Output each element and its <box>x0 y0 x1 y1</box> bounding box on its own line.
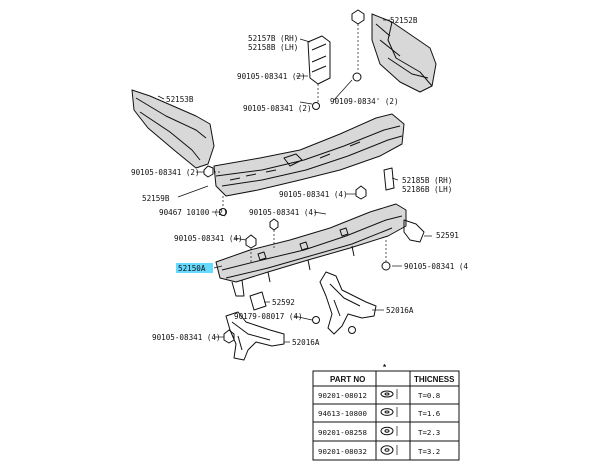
table-cell-thickness: T=2.3 <box>418 428 440 437</box>
stay-right-52016a <box>312 271 377 335</box>
label-52158b: 52158B (LH) <box>248 43 298 52</box>
label-52186b: 52186B (LH) <box>402 185 452 194</box>
label-52591: 52591 <box>436 231 459 240</box>
washer-icon <box>380 389 398 399</box>
table-cell-thickness: T=1.6 <box>418 409 440 418</box>
part-labels: 52157B (RH) 52158B (LH) 52152B 52153B 90… <box>131 16 468 347</box>
label-bolt-90105-f: 90105-08341 (4) <box>174 234 243 243</box>
label-52157b: 52157B (RH) <box>248 34 298 43</box>
top-bolt <box>351 9 365 40</box>
washer-icon <box>380 445 398 455</box>
label-52016a-left: 52016A <box>292 338 320 347</box>
reinforcement-bolts <box>245 218 279 262</box>
label-clip-90467: 90467 10100 (2) <box>159 208 228 217</box>
end-cap-52153b <box>131 89 215 169</box>
highlight-52150a <box>176 263 213 273</box>
label-bolt-90105-a: 90105-08341 (2) <box>237 72 306 81</box>
leader-lines <box>157 19 432 343</box>
bracket-52592 <box>249 291 267 311</box>
table-cell-part-no: 90201-08032 <box>318 447 367 456</box>
washer-icon <box>380 407 398 417</box>
bracket-52185b <box>355 167 395 200</box>
end-piece-52591 <box>381 219 425 271</box>
label-52185b: 52185B (RH) <box>402 176 452 185</box>
table-cell-thickness: T=3.2 <box>418 447 440 456</box>
table-row: 90201-08258 T=2.3 <box>318 426 440 437</box>
reinforcement-52150a <box>215 203 407 297</box>
bumper-cover <box>213 113 405 197</box>
label-52150a: 52150A <box>178 264 206 273</box>
label-bolt-90105-b: 90105-08341 (2) <box>243 104 312 113</box>
label-bolt-90105-h: 90105-08341 (4) <box>152 333 221 342</box>
label-bolt-90105-d: 90105-08341 (4) <box>279 190 348 199</box>
table-row: 90201-08032 T=3.2 <box>318 445 440 456</box>
table-row: 90201-08012 T=0.8 <box>318 389 440 400</box>
table-cell-thickness: T=0.8 <box>418 391 440 400</box>
label-bolt-90105-g: 90105-08341 (4 <box>404 262 468 271</box>
thickness-table: * PART NO THICNESS 90201-08012 T=0.8 946… <box>312 363 460 461</box>
label-52159b: 52159B <box>142 194 170 203</box>
label-52153b: 52153B <box>166 95 194 104</box>
label-bolt-90105-c: 90105-08341 (2) <box>131 168 200 177</box>
label-bolt-90179: 90179-08017 (4) <box>234 312 303 321</box>
table-header-thickness: THICNESS <box>414 375 455 384</box>
stay-left-52016a <box>223 311 285 361</box>
end-cap-52152b <box>371 13 437 93</box>
bracket-52157b <box>307 35 362 110</box>
label-bolt-90105-e: 90105-08341 (4) <box>249 208 318 217</box>
table-mark: * <box>383 363 387 372</box>
table-cell-part-no: 90201-08012 <box>318 391 367 400</box>
label-52152b: 52152B <box>390 16 418 25</box>
label-bolt-90109: 90109-0834' (2) <box>330 97 399 106</box>
table-cell-part-no: 90201-08258 <box>318 428 367 437</box>
label-52592: 52592 <box>272 298 295 307</box>
table-header-part-no: PART NO <box>330 375 365 384</box>
label-52016a-right: 52016A <box>386 306 414 315</box>
table-row: 94613-10800 T=1.6 <box>318 407 440 418</box>
washer-icon <box>380 426 398 436</box>
table-cell-part-no: 94613-10800 <box>318 409 367 418</box>
